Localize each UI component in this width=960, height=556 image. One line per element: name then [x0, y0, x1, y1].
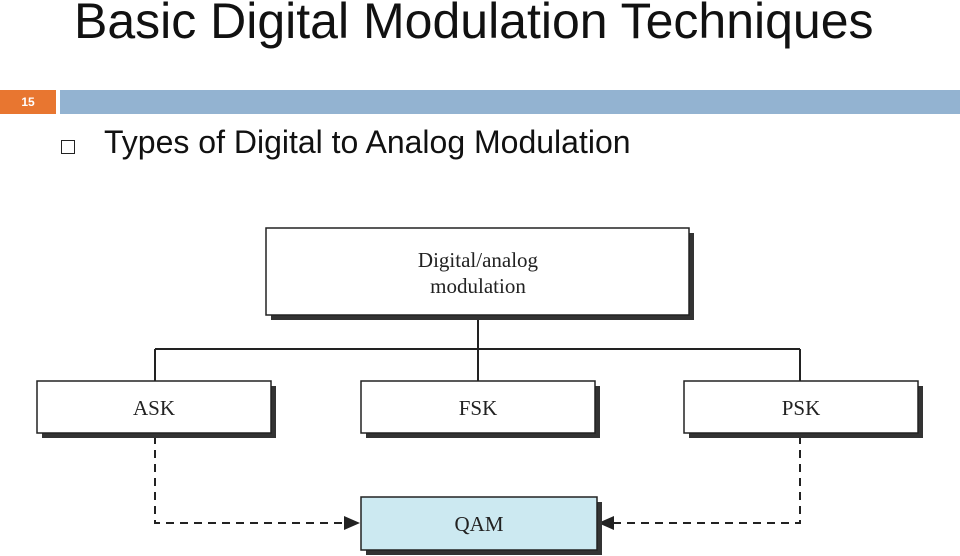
- root-label-line2: modulation: [430, 274, 526, 298]
- arrowhead-left-icon: [344, 516, 360, 530]
- bullet-text: Types of Digital to Analog Modulation: [104, 124, 631, 160]
- arrowhead-right-icon: [598, 516, 614, 530]
- root-label-line1: Digital/analog: [418, 248, 539, 272]
- dashed-arrows: [154, 436, 801, 524]
- slide-title: Basic Digital Modulation Techniques: [74, 0, 874, 49]
- connector-lines: [154, 318, 801, 381]
- node-psk: PSK: [683, 380, 923, 438]
- node-digital-analog-modulation: Digital/analog modulation: [265, 227, 694, 320]
- node-ask: ASK: [36, 380, 276, 438]
- header-bar: [60, 90, 960, 114]
- fsk-label: FSK: [459, 396, 498, 420]
- slide-number-badge: 15: [0, 90, 56, 114]
- bullet-square-icon: [61, 140, 75, 154]
- node-qam: QAM: [360, 496, 602, 555]
- psk-label: PSK: [782, 396, 821, 420]
- ask-label: ASK: [133, 396, 175, 420]
- node-fsk: FSK: [360, 380, 600, 438]
- qam-label: QAM: [454, 512, 503, 536]
